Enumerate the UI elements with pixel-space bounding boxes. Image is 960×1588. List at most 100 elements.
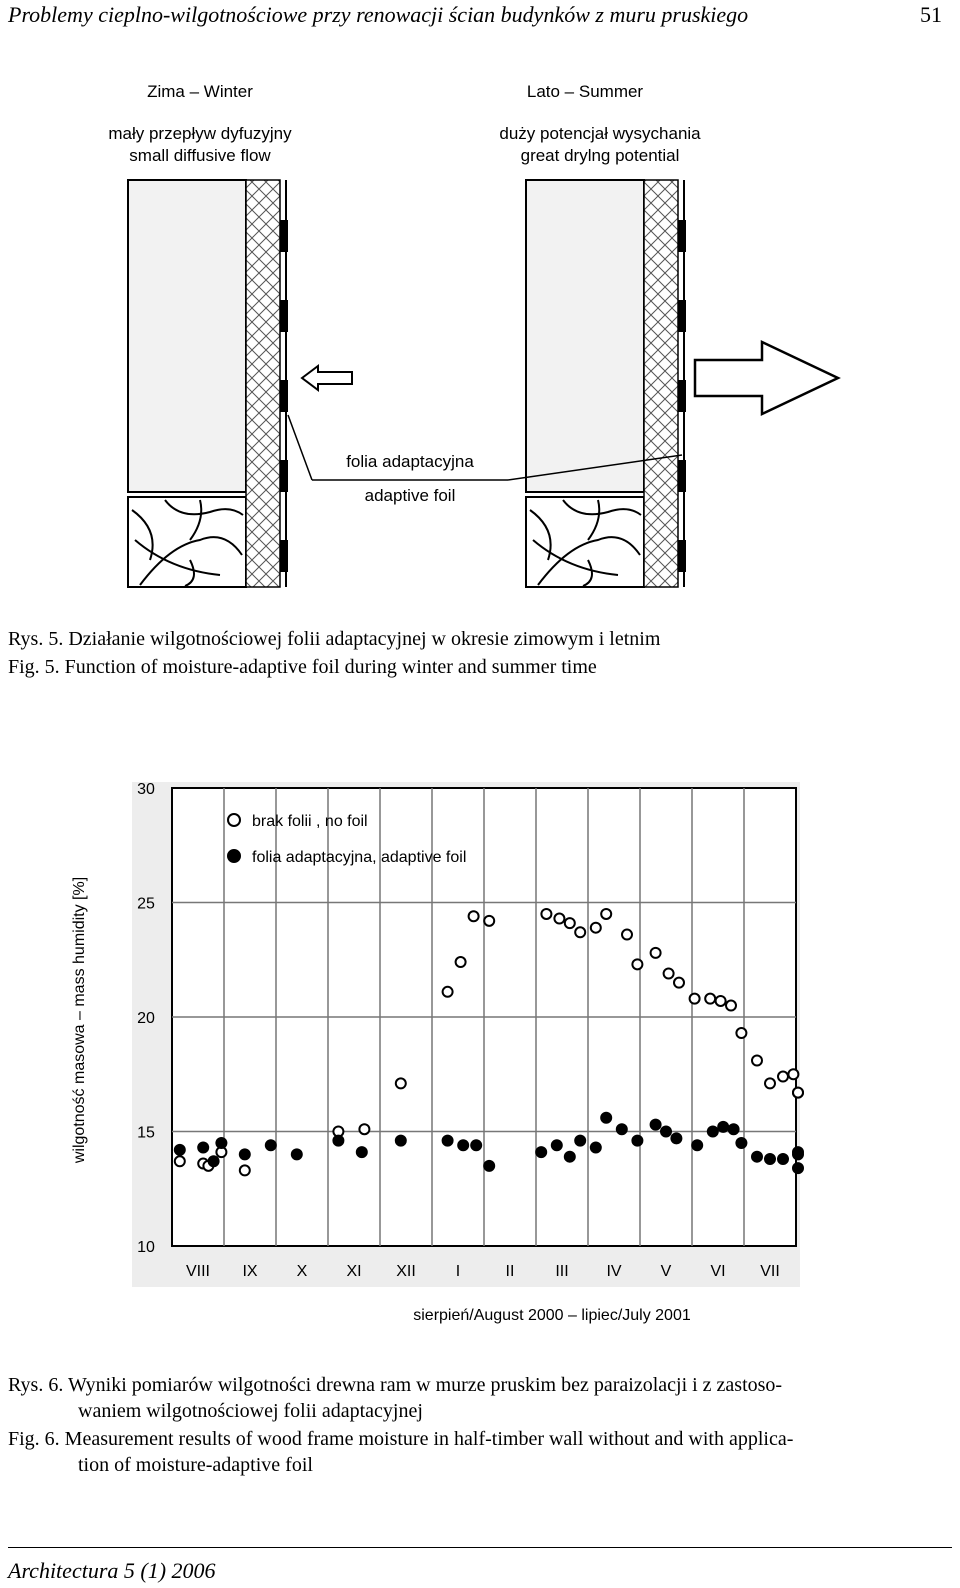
chart-x-tick-label: XI [346, 1263, 361, 1280]
data-point-adaptive-foil [470, 1139, 483, 1152]
legend-marker [227, 813, 241, 827]
data-point-no-foil [751, 1054, 763, 1067]
data-point-adaptive-foil [563, 1150, 576, 1163]
data-point-adaptive-foil [751, 1150, 763, 1163]
data-point-no-foil [735, 1027, 748, 1040]
chart-y-tick-label: 10 [137, 1239, 155, 1256]
data-point-no-foil [467, 910, 480, 923]
data-point-no-foil [714, 994, 727, 1007]
legend-label: folia adaptacyjna, adaptive foil [252, 849, 466, 866]
data-point-no-foil [704, 992, 717, 1005]
footer-rule [8, 1547, 952, 1548]
winter-season-label: Zima – Winter [147, 82, 253, 101]
data-point-adaptive-foil [792, 1148, 804, 1161]
data-point-adaptive-foil [691, 1139, 704, 1152]
running-header-title: Problemy cieplno-wilgotnościowe przy ren… [8, 2, 749, 27]
foil-leader-line-winter [287, 414, 313, 481]
chart-x-tick-label: VIII [186, 1263, 210, 1280]
winter-wall-section [127, 179, 288, 588]
data-point-no-foil [173, 1155, 186, 1168]
figure5-caption-en: Fig. 5. Function of moisture-adaptive fo… [8, 656, 597, 678]
large-drying-arrow [693, 340, 841, 416]
figure6-humidity-chart: wilgotność masowa – mass humidity [%] 30… [71, 781, 804, 1324]
data-point-adaptive-foil [600, 1111, 613, 1124]
data-point-adaptive-foil [290, 1148, 303, 1161]
data-point-no-foil [673, 976, 685, 989]
data-point-no-foil [649, 946, 662, 959]
figure5-caption-pl: Rys. 5. Działanie wilgotnościowej folii … [8, 628, 661, 650]
data-point-adaptive-foil [207, 1155, 220, 1168]
chart-x-tick-label: V [661, 1263, 672, 1280]
winter-desc-pl: mały przepływ dyfuzyjny [108, 124, 292, 143]
summer-infill-panel [525, 179, 645, 493]
data-point-adaptive-foil [550, 1139, 563, 1152]
data-point-no-foil [631, 958, 644, 971]
data-point-adaptive-foil [706, 1125, 719, 1138]
chart-y-tick-label: 20 [137, 1010, 155, 1027]
data-point-adaptive-foil [394, 1134, 407, 1147]
data-point-adaptive-foil [660, 1125, 672, 1138]
data-point-no-foil [483, 914, 496, 927]
data-point-adaptive-foil [764, 1152, 776, 1165]
data-point-adaptive-foil [535, 1146, 548, 1159]
foil-leader-line-summer [507, 454, 683, 481]
summer-desc-en: great drylng potential [520, 146, 680, 165]
figure6-caption-en-line2: tion of moisture-adaptive foil [78, 1454, 313, 1476]
data-point-no-foil [621, 928, 633, 941]
data-point-adaptive-foil [574, 1134, 587, 1147]
chart-x-axis-label: sierpień/August 2000 – lipiec/July 2001 [413, 1307, 691, 1324]
chart-x-tick-label: VI [710, 1263, 725, 1280]
summer-season-label: Lato – Summer [526, 82, 644, 101]
data-point-no-foil [574, 926, 587, 939]
data-point-adaptive-foil [615, 1123, 628, 1136]
data-point-adaptive-foil [215, 1136, 228, 1149]
summer-timber-beam [525, 496, 645, 588]
journal-footer: Architectura 5 (1) 2006 [8, 1558, 216, 1583]
data-point-no-foil [540, 907, 553, 920]
winter-desc-en: small diffusive flow [129, 146, 271, 165]
data-point-adaptive-foil [735, 1136, 748, 1149]
small-diffusion-arrow [300, 364, 353, 392]
data-point-adaptive-foil [727, 1123, 740, 1136]
data-point-no-foil [441, 985, 454, 998]
chart-x-tick-label: IV [606, 1263, 621, 1280]
data-point-no-foil [787, 1068, 800, 1081]
data-point-no-foil [777, 1070, 789, 1083]
data-point-no-foil [600, 907, 613, 920]
data-point-adaptive-foil [670, 1132, 683, 1145]
figure5-wall-diagram [127, 179, 841, 588]
data-point-adaptive-foil [457, 1139, 470, 1152]
figure6-caption-pl-line2: waniem wilgotnościowej folii adaptacyjne… [78, 1400, 423, 1422]
foil-label-en: adaptive foil [364, 486, 456, 505]
legend-label: brak folii , no foil [252, 813, 368, 830]
data-point-adaptive-foil [717, 1120, 730, 1133]
chart-x-tick-label: II [506, 1263, 515, 1280]
foil-label-pl: folia adaptacyjna [346, 452, 474, 471]
figure6-caption-pl-line1: Rys. 6. Wyniki pomiarów wilgotności drew… [8, 1374, 783, 1396]
winter-infill-panel [127, 179, 247, 493]
data-point-adaptive-foil [264, 1139, 277, 1152]
chart-y-tick-label: 15 [137, 1125, 155, 1142]
data-point-no-foil [792, 1086, 804, 1099]
chart-x-tick-label: III [555, 1263, 568, 1280]
data-point-no-foil [454, 956, 467, 969]
page-number: 51 [920, 2, 942, 27]
chart-x-tick-label: IX [242, 1263, 257, 1280]
data-point-adaptive-foil [589, 1141, 602, 1154]
data-point-adaptive-foil [173, 1143, 186, 1156]
chart-y-tick-label: 30 [137, 781, 155, 798]
data-point-no-foil [553, 912, 566, 925]
data-point-no-foil [563, 917, 576, 930]
winter-insulation-layer [245, 179, 281, 588]
data-point-adaptive-foil [238, 1148, 251, 1161]
chart-x-tick-label: XII [396, 1263, 416, 1280]
data-point-no-foil [764, 1077, 776, 1090]
data-point-adaptive-foil [355, 1146, 368, 1159]
summer-desc-pl: duży potencjał wysychania [499, 124, 701, 143]
data-point-no-foil [589, 921, 602, 934]
data-point-adaptive-foil [792, 1162, 804, 1175]
chart-y-axis-label: wilgotność masowa – mass humidity [%] [71, 877, 88, 1164]
summer-wall-section [525, 179, 686, 588]
data-point-no-foil [358, 1123, 371, 1136]
chart-x-tick-label: X [297, 1263, 308, 1280]
